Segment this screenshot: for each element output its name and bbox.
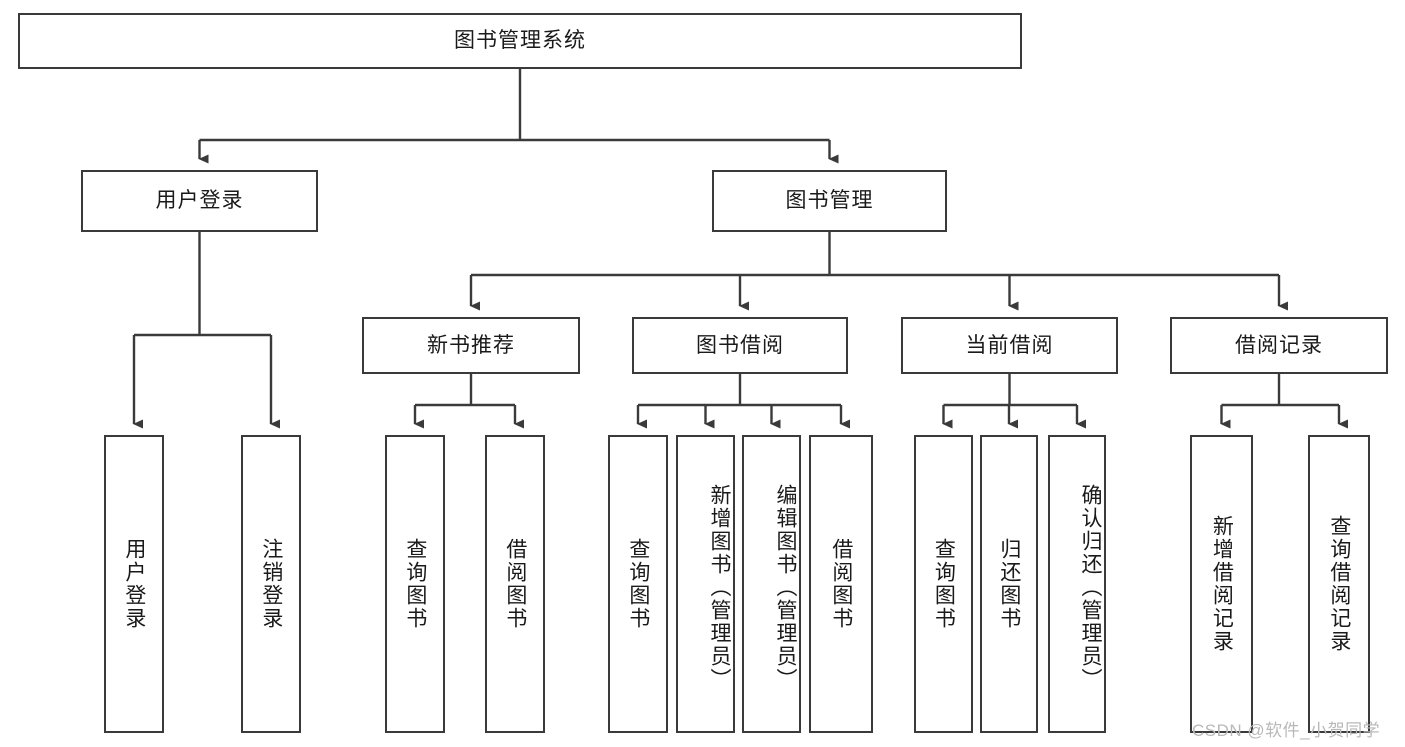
node-current-borrow[interactable]: 当前借阅	[901, 317, 1118, 374]
node-label: 用户登录	[155, 189, 244, 213]
node-book-manage[interactable]: 图书管理	[712, 170, 947, 232]
node-book-borrow[interactable]: 图书借阅	[632, 317, 848, 374]
node-label: 查询图书	[626, 538, 650, 630]
node-label: 查询借阅记录	[1327, 515, 1351, 653]
node-label: 借阅记录	[1235, 333, 1323, 357]
node-leaf-query-book-2[interactable]: 查询图书	[608, 435, 668, 733]
node-leaf-add-book[interactable]: 新增图书（管理员）	[676, 435, 735, 733]
node-leaf-user-logout[interactable]: 注销登录	[241, 435, 301, 733]
node-leaf-query-book-3[interactable]: 查询图书	[914, 435, 973, 733]
node-leaf-query-record[interactable]: 查询借阅记录	[1308, 435, 1370, 733]
node-borrow-record[interactable]: 借阅记录	[1170, 317, 1388, 374]
node-label: 新书推荐	[427, 333, 515, 357]
node-label: 借阅图书	[829, 538, 853, 630]
node-leaf-query-book-1[interactable]: 查询图书	[385, 435, 445, 733]
node-label: 图书借阅	[696, 333, 784, 357]
node-label: 查询图书	[932, 538, 956, 630]
node-label: 查询图书	[403, 538, 427, 630]
node-label: 注销登录	[259, 538, 283, 630]
node-label: 编辑图书（管理员）	[774, 483, 797, 691]
node-leaf-user-login[interactable]: 用户登录	[104, 435, 164, 733]
node-label: 归还图书	[997, 538, 1021, 630]
node-label: 借阅图书	[503, 538, 527, 630]
node-root[interactable]: 图书管理系统	[18, 13, 1022, 69]
node-label: 确认归还（管理员）	[1079, 483, 1102, 691]
node-leaf-borrow-book-2[interactable]: 借阅图书	[809, 435, 873, 733]
node-label: 图书管理系统	[454, 29, 586, 53]
node-leaf-add-record[interactable]: 新增借阅记录	[1190, 435, 1253, 733]
node-label: 用户登录	[122, 538, 146, 630]
node-leaf-borrow-book-1[interactable]: 借阅图书	[485, 435, 545, 733]
node-new-book-rec[interactable]: 新书推荐	[362, 317, 580, 374]
watermark-label: CSDN @软件_小贺同学	[1192, 721, 1381, 740]
node-label: 图书管理	[785, 189, 874, 213]
node-label: 新增借阅记录	[1210, 515, 1234, 653]
node-leaf-confirm-return[interactable]: 确认归还（管理员）	[1048, 435, 1106, 733]
node-label: 当前借阅	[965, 333, 1054, 357]
node-user-login[interactable]: 用户登录	[81, 170, 318, 232]
node-label: 新增图书（管理员）	[708, 483, 731, 691]
node-leaf-edit-book[interactable]: 编辑图书（管理员）	[742, 435, 801, 733]
node-leaf-return-book[interactable]: 归还图书	[980, 435, 1038, 733]
